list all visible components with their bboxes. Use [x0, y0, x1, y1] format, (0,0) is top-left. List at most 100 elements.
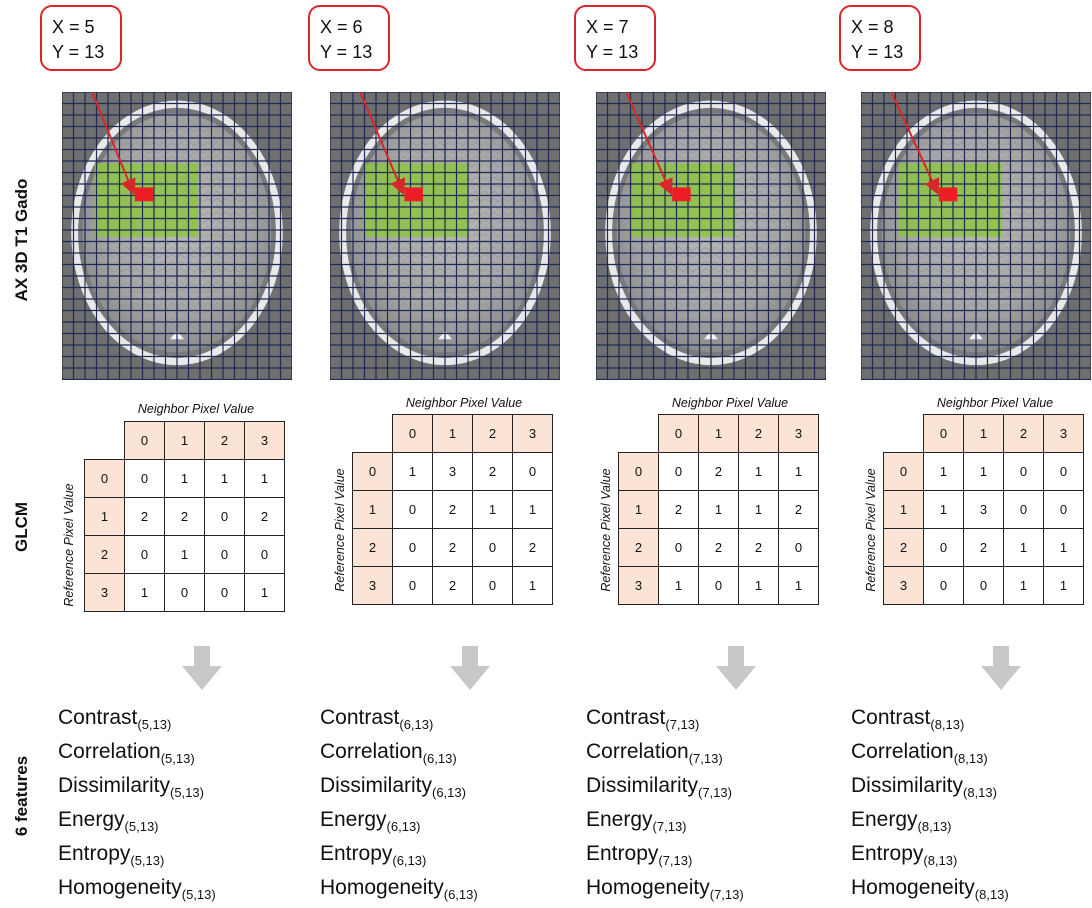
glcm-column-header: 3 — [1043, 414, 1084, 453]
glcm-cell: 1 — [1043, 566, 1084, 605]
glcm-row-header: 0 — [352, 452, 393, 491]
pointer-arrow — [359, 92, 406, 196]
x-coordinate: X = 6 — [320, 17, 363, 37]
feature-name: Energy — [58, 808, 125, 831]
glcm-cell: 1 — [124, 573, 165, 612]
down-arrow-icon — [182, 646, 222, 695]
feature-item: Entropy(7,13) — [586, 840, 744, 874]
glcm-row-header: 1 — [352, 490, 393, 529]
feature-subscript: (8,13) — [953, 751, 988, 766]
feature-item: Entropy(6,13) — [320, 840, 478, 874]
glcm-column-header: 3 — [778, 414, 819, 453]
glcm-column-header: 0 — [658, 414, 699, 453]
glcm-cell: 0 — [1003, 490, 1044, 529]
glcm-row-header: 0 — [84, 459, 125, 498]
feature-name: Energy — [586, 808, 653, 831]
glcm-cell: 1 — [472, 490, 513, 529]
glcm-column-header: 1 — [963, 414, 1004, 453]
glcm-row-title: Reference Pixel Value — [864, 468, 878, 592]
row-label-features: 6 features — [12, 755, 31, 837]
feature-name: Dissimilarity — [586, 774, 698, 797]
x-coordinate: X = 5 — [52, 17, 95, 37]
feature-name: Entropy — [586, 842, 659, 865]
glcm-cell: 0 — [472, 528, 513, 567]
selected-pixel — [404, 187, 423, 202]
selected-pixel — [938, 187, 958, 202]
feature-subscript: (6,13) — [443, 887, 478, 902]
glcm-row-header: 3 — [618, 566, 659, 605]
glcm-column-header: 2 — [738, 414, 779, 453]
glcm-column-header: 0 — [923, 414, 964, 453]
glcm-cell: 2 — [164, 497, 205, 536]
glcm-cell: 0 — [1043, 490, 1084, 529]
down-arrow-icon — [716, 646, 756, 695]
feature-subscript: (7,13) — [688, 751, 723, 766]
glcm-cell: 0 — [658, 528, 699, 567]
glcm-cell: 0 — [472, 566, 513, 605]
glcm-cell: 2 — [698, 452, 739, 491]
glcm-cell: 1 — [392, 452, 433, 491]
glcm-cell: 0 — [392, 490, 433, 529]
row-label-image: AX 3D T1 Gado — [12, 178, 31, 302]
glcm-cell: 2 — [244, 497, 285, 536]
feature-name: Dissimilarity — [851, 774, 963, 797]
glcm-cell: 0 — [778, 528, 819, 567]
glcm-cell: 2 — [472, 452, 513, 491]
feature-subscript: (5,13) — [130, 853, 165, 868]
feature-item: Contrast(8,13) — [851, 704, 1009, 738]
feature-item: Dissimilarity(7,13) — [586, 772, 744, 806]
glcm-column-title: Neighbor Pixel Value — [671, 396, 789, 410]
mri-slice-image — [596, 92, 833, 380]
glcm-row-header: 2 — [618, 528, 659, 567]
glcm-cell: 2 — [738, 528, 779, 567]
glcm-column-header: 3 — [512, 414, 553, 453]
glcm-column-header: 2 — [204, 421, 245, 460]
feature-item: Energy(8,13) — [851, 806, 1009, 840]
feature-subscript: (5,13) — [137, 717, 172, 732]
feature-subscript: (6,13) — [399, 717, 434, 732]
glcm-cell: 1 — [738, 566, 779, 605]
feature-subscript: (5,13) — [170, 785, 204, 800]
glcm-row-header: 3 — [84, 573, 125, 612]
glcm-cell: 1 — [698, 490, 739, 529]
y-coordinate: Y = 13 — [851, 42, 904, 62]
glcm-row-header: 0 — [883, 452, 924, 491]
mri-slice-image — [330, 92, 567, 380]
feature-item: Dissimilarity(8,13) — [851, 772, 1009, 806]
glcm-cell: 2 — [432, 490, 473, 529]
down-arrow-icon — [450, 646, 490, 695]
feature-item: Correlation(7,13) — [586, 738, 744, 772]
glcm-cell: 1 — [164, 535, 205, 574]
glcm-row-header: 2 — [84, 535, 125, 574]
glcm-cell: 1 — [1043, 528, 1084, 567]
feature-subscript: (8,13) — [930, 717, 965, 732]
x-coordinate: X = 7 — [586, 17, 629, 37]
feature-item: Homogeneity(7,13) — [586, 874, 744, 908]
pointer-arrow — [625, 92, 673, 196]
glcm-row-header: 2 — [352, 528, 393, 567]
feature-name: Entropy — [320, 842, 393, 865]
glcm-cell: 0 — [512, 452, 553, 491]
y-coordinate: Y = 13 — [320, 42, 373, 62]
mri-slice-image — [861, 92, 1092, 380]
glcm-cell: 0 — [204, 535, 245, 574]
glcm-cell: 3 — [963, 490, 1004, 529]
glcm-cell: 0 — [164, 573, 205, 612]
glcm-cell: 0 — [124, 459, 165, 498]
feature-subscript: (7,13) — [698, 785, 732, 800]
feature-name: Energy — [851, 808, 918, 831]
feature-subscript: (5,13) — [181, 887, 216, 902]
feature-name: Correlation — [586, 740, 689, 763]
feature-name: Contrast — [586, 706, 666, 729]
feature-list: Contrast(7,13)Correlation(7,13)Dissimila… — [586, 704, 744, 908]
feature-name: Contrast — [851, 706, 931, 729]
feature-subscript: (5,13) — [124, 819, 159, 834]
y-coordinate: Y = 13 — [586, 42, 639, 62]
